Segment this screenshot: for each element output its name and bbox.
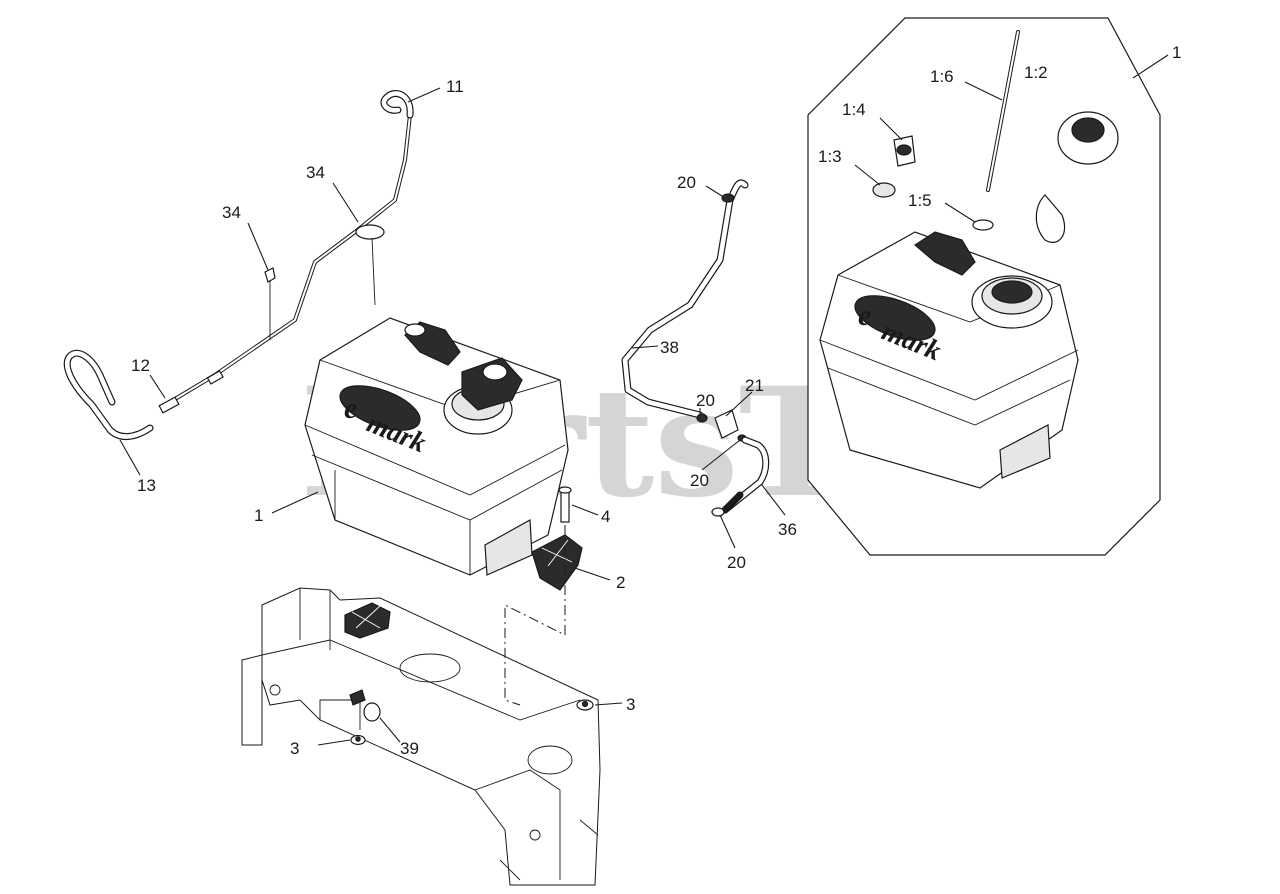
leader-lines <box>119 54 1169 746</box>
vent-hose-assembly <box>63 90 414 440</box>
callout-1-tank: 1 <box>254 506 263 525</box>
detail-view-tank-assembly: e mark <box>807 17 1161 556</box>
frame-mount-bracket <box>344 602 391 639</box>
callout-12: 12 <box>131 356 150 375</box>
callout-1-2: 1:2 <box>1024 63 1048 82</box>
callout-1-3: 1:3 <box>818 147 842 166</box>
callout-20-top: 20 <box>677 173 696 192</box>
callout-20-mid: 20 <box>696 391 715 410</box>
callout-1-5: 1:5 <box>908 191 932 210</box>
callout-2: 2 <box>616 573 625 592</box>
fuel-tank-main: e mark <box>304 317 569 576</box>
flange-nut-right <box>576 699 594 711</box>
callout-11: 11 <box>446 77 464 96</box>
brand-logo-e: e <box>344 392 357 425</box>
tank-strap-bracket <box>531 534 583 591</box>
callout-20-low: 20 <box>690 471 709 490</box>
callout-38: 38 <box>660 338 679 357</box>
callout-36: 36 <box>778 520 797 539</box>
fuel-line-assembly <box>621 179 770 517</box>
callout-21: 21 <box>745 376 764 395</box>
callout-34-upper: 34 <box>306 163 325 182</box>
callout-3-right: 3 <box>626 695 635 714</box>
callout-1-4: 1:4 <box>842 100 866 119</box>
callout-4: 4 <box>601 507 610 526</box>
callout-3-left: 3 <box>290 739 299 758</box>
flange-nut-left <box>350 734 366 746</box>
mounting-bolt <box>558 486 572 523</box>
callout-1-6: 1:6 <box>930 67 954 86</box>
callout-labels: 11 34 34 12 13 1 4 2 3 3 39 20 38 20 21 … <box>131 43 1181 758</box>
detail-brand-logo-e: e <box>858 299 871 332</box>
callout-34-lower: 34 <box>222 203 241 222</box>
callout-13: 13 <box>137 476 156 495</box>
callout-39: 39 <box>400 739 419 758</box>
hose-clamp-p <box>349 689 381 722</box>
callout-20-bottom: 20 <box>727 553 746 572</box>
chassis-frame <box>241 587 601 886</box>
callout-1-detail: 1 <box>1172 43 1181 62</box>
